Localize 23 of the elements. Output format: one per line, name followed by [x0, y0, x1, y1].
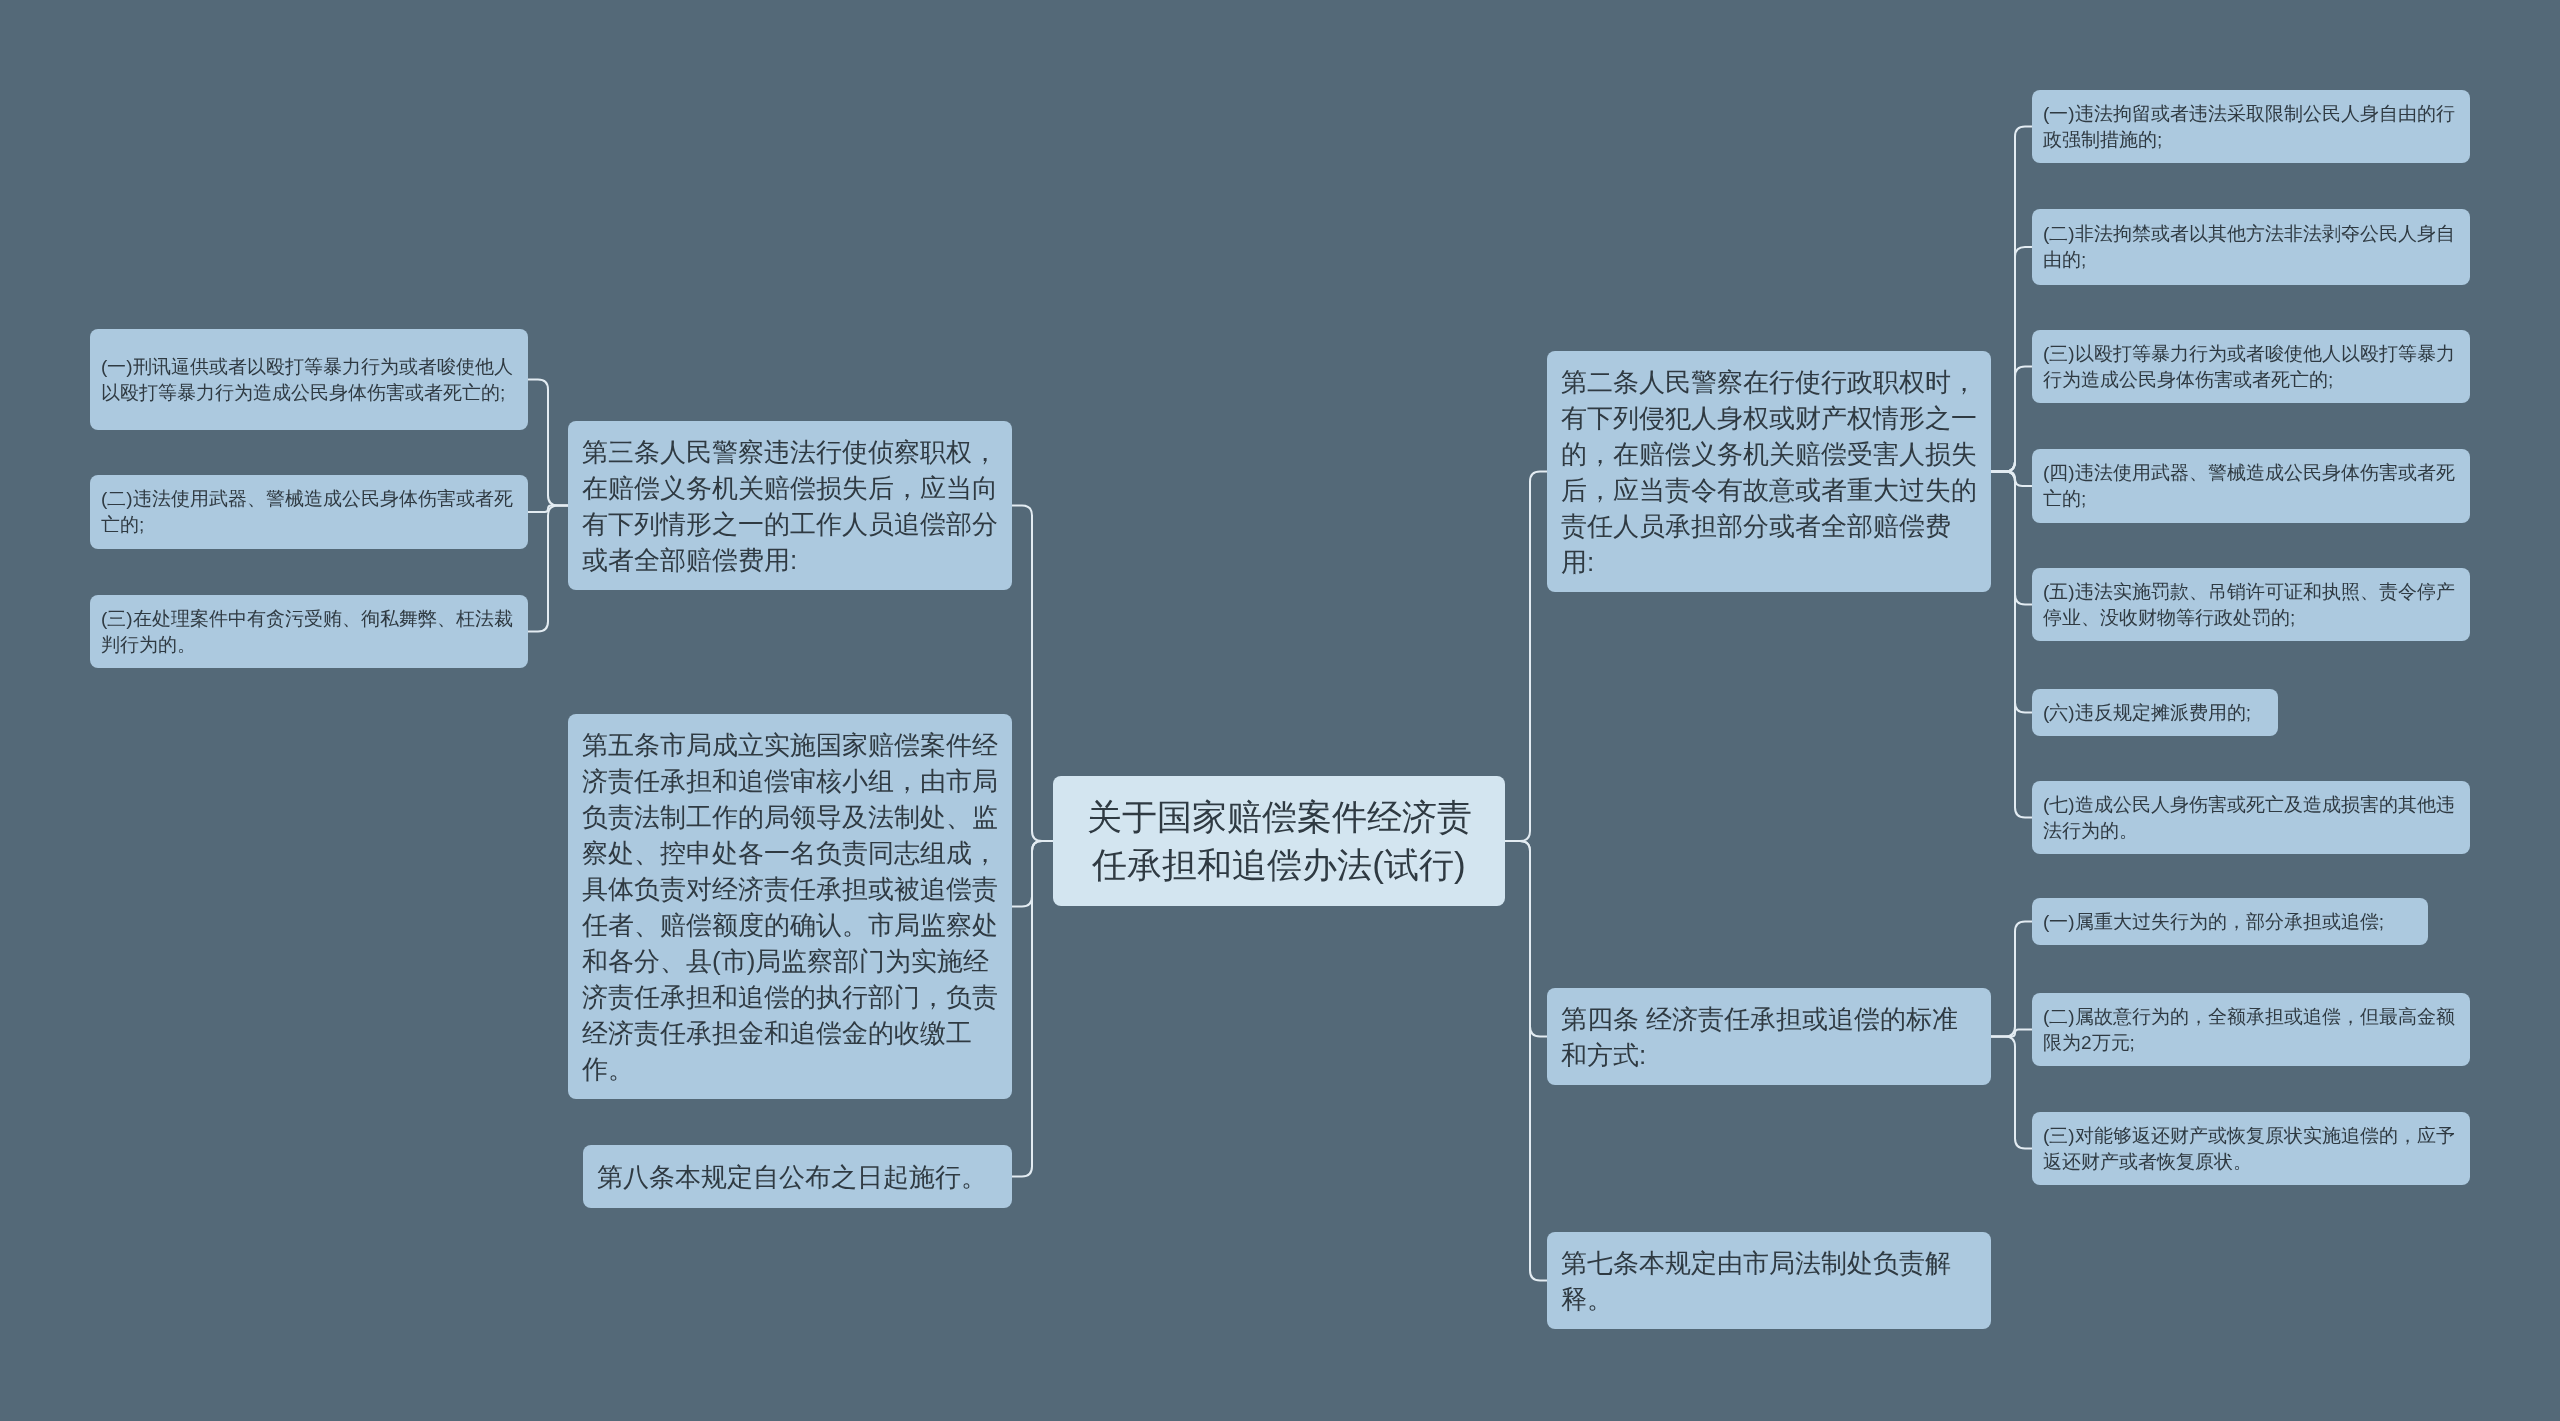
connector-line	[527, 504, 569, 633]
topic-box: (一)刑讯逼供或者以殴打等暴力行为或者唆使他人以殴打等暴力行为造成公民身体伤害或者死亡的;	[90, 329, 528, 430]
topic-box: (一)属重大过失行为的，部分承担或追偿;	[2032, 898, 2428, 945]
topic-box: 第二条人民警察在行使行政职权时，有下列侵犯人身权或财产权情形之一的，在赔偿义务机关赔偿受害人损失后，应当责令有故意或者重大过失的责任人员承担部分或者全部赔偿费用:	[1547, 351, 1991, 592]
topic-box: (一)违法拘留或者违法采取限制公民人身自由的行政强制措施的;	[2032, 90, 2470, 163]
connector-line	[1990, 470, 2033, 819]
topic-box: 第七条本规定由市局法制处负责解释。	[1547, 1232, 1991, 1329]
topic-box: (二)非法拘禁或者以其他方法非法剥夺公民人身自由的;	[2032, 209, 2470, 285]
connector-line	[1011, 840, 1054, 1178]
topic-box: (三)以殴打等暴力行为或者唆使他人以殴打等暴力行为造成公民身体伤害或者死亡的;	[2032, 330, 2470, 403]
topic-box: 第五条市局成立实施国家赔偿案件经济责任承担和追偿审核小组，由市局负责法制工作的局领导及法制处、监察处、控申处各一名负责同志组成，具体负责对经济责任承担或被追偿责任者、赔偿额度的确认。市局监察处和各分、县(市)局监察部门为实施经济责任承担和追偿的执行部门，负责经济责任承担金和追偿金的收缴工作。	[568, 714, 1012, 1099]
topic-box: 第四条 经济责任承担或追偿的标准和方式:	[1547, 988, 1991, 1085]
topic-box: (二)属故意行为的，全额承担或追偿，但最高金额限为2万元;	[2032, 993, 2470, 1066]
topic-box: (七)造成公民人身伤害或死亡及造成损害的其他违法行为的。	[2032, 781, 2470, 854]
topic-box: (三)对能够返还财产或恢复原状实施追偿的，应予返还财产或者恢复原状。	[2032, 1112, 2470, 1185]
topic-box: 第八条本规定自公布之日起施行。	[583, 1145, 1012, 1208]
topic-box: (六)违反规定摊派费用的;	[2032, 689, 2278, 736]
topic-box: (三)在处理案件中有贪污受贿、徇私舞弊、枉法裁判行为的。	[90, 595, 528, 668]
topic-box: (二)违法使用武器、警械造成公民身体伤害或者死亡的;	[90, 475, 528, 549]
topic-box: 关于国家赔偿案件经济责任承担和追偿办法(试行)	[1053, 776, 1505, 906]
topic-box: (四)违法使用武器、警械造成公民身体伤害或者死亡的;	[2032, 449, 2470, 523]
topic-box: 第三条人民警察违法行使侦察职权，在赔偿义务机关赔偿损失后，应当向有下列情形之一的工作人员追偿部分或者全部赔偿费用:	[568, 421, 1012, 590]
topic-box: (五)违法实施罚款、吊销许可证和执照、责令停产停业、没收财物等行政处罚的;	[2032, 568, 2470, 641]
